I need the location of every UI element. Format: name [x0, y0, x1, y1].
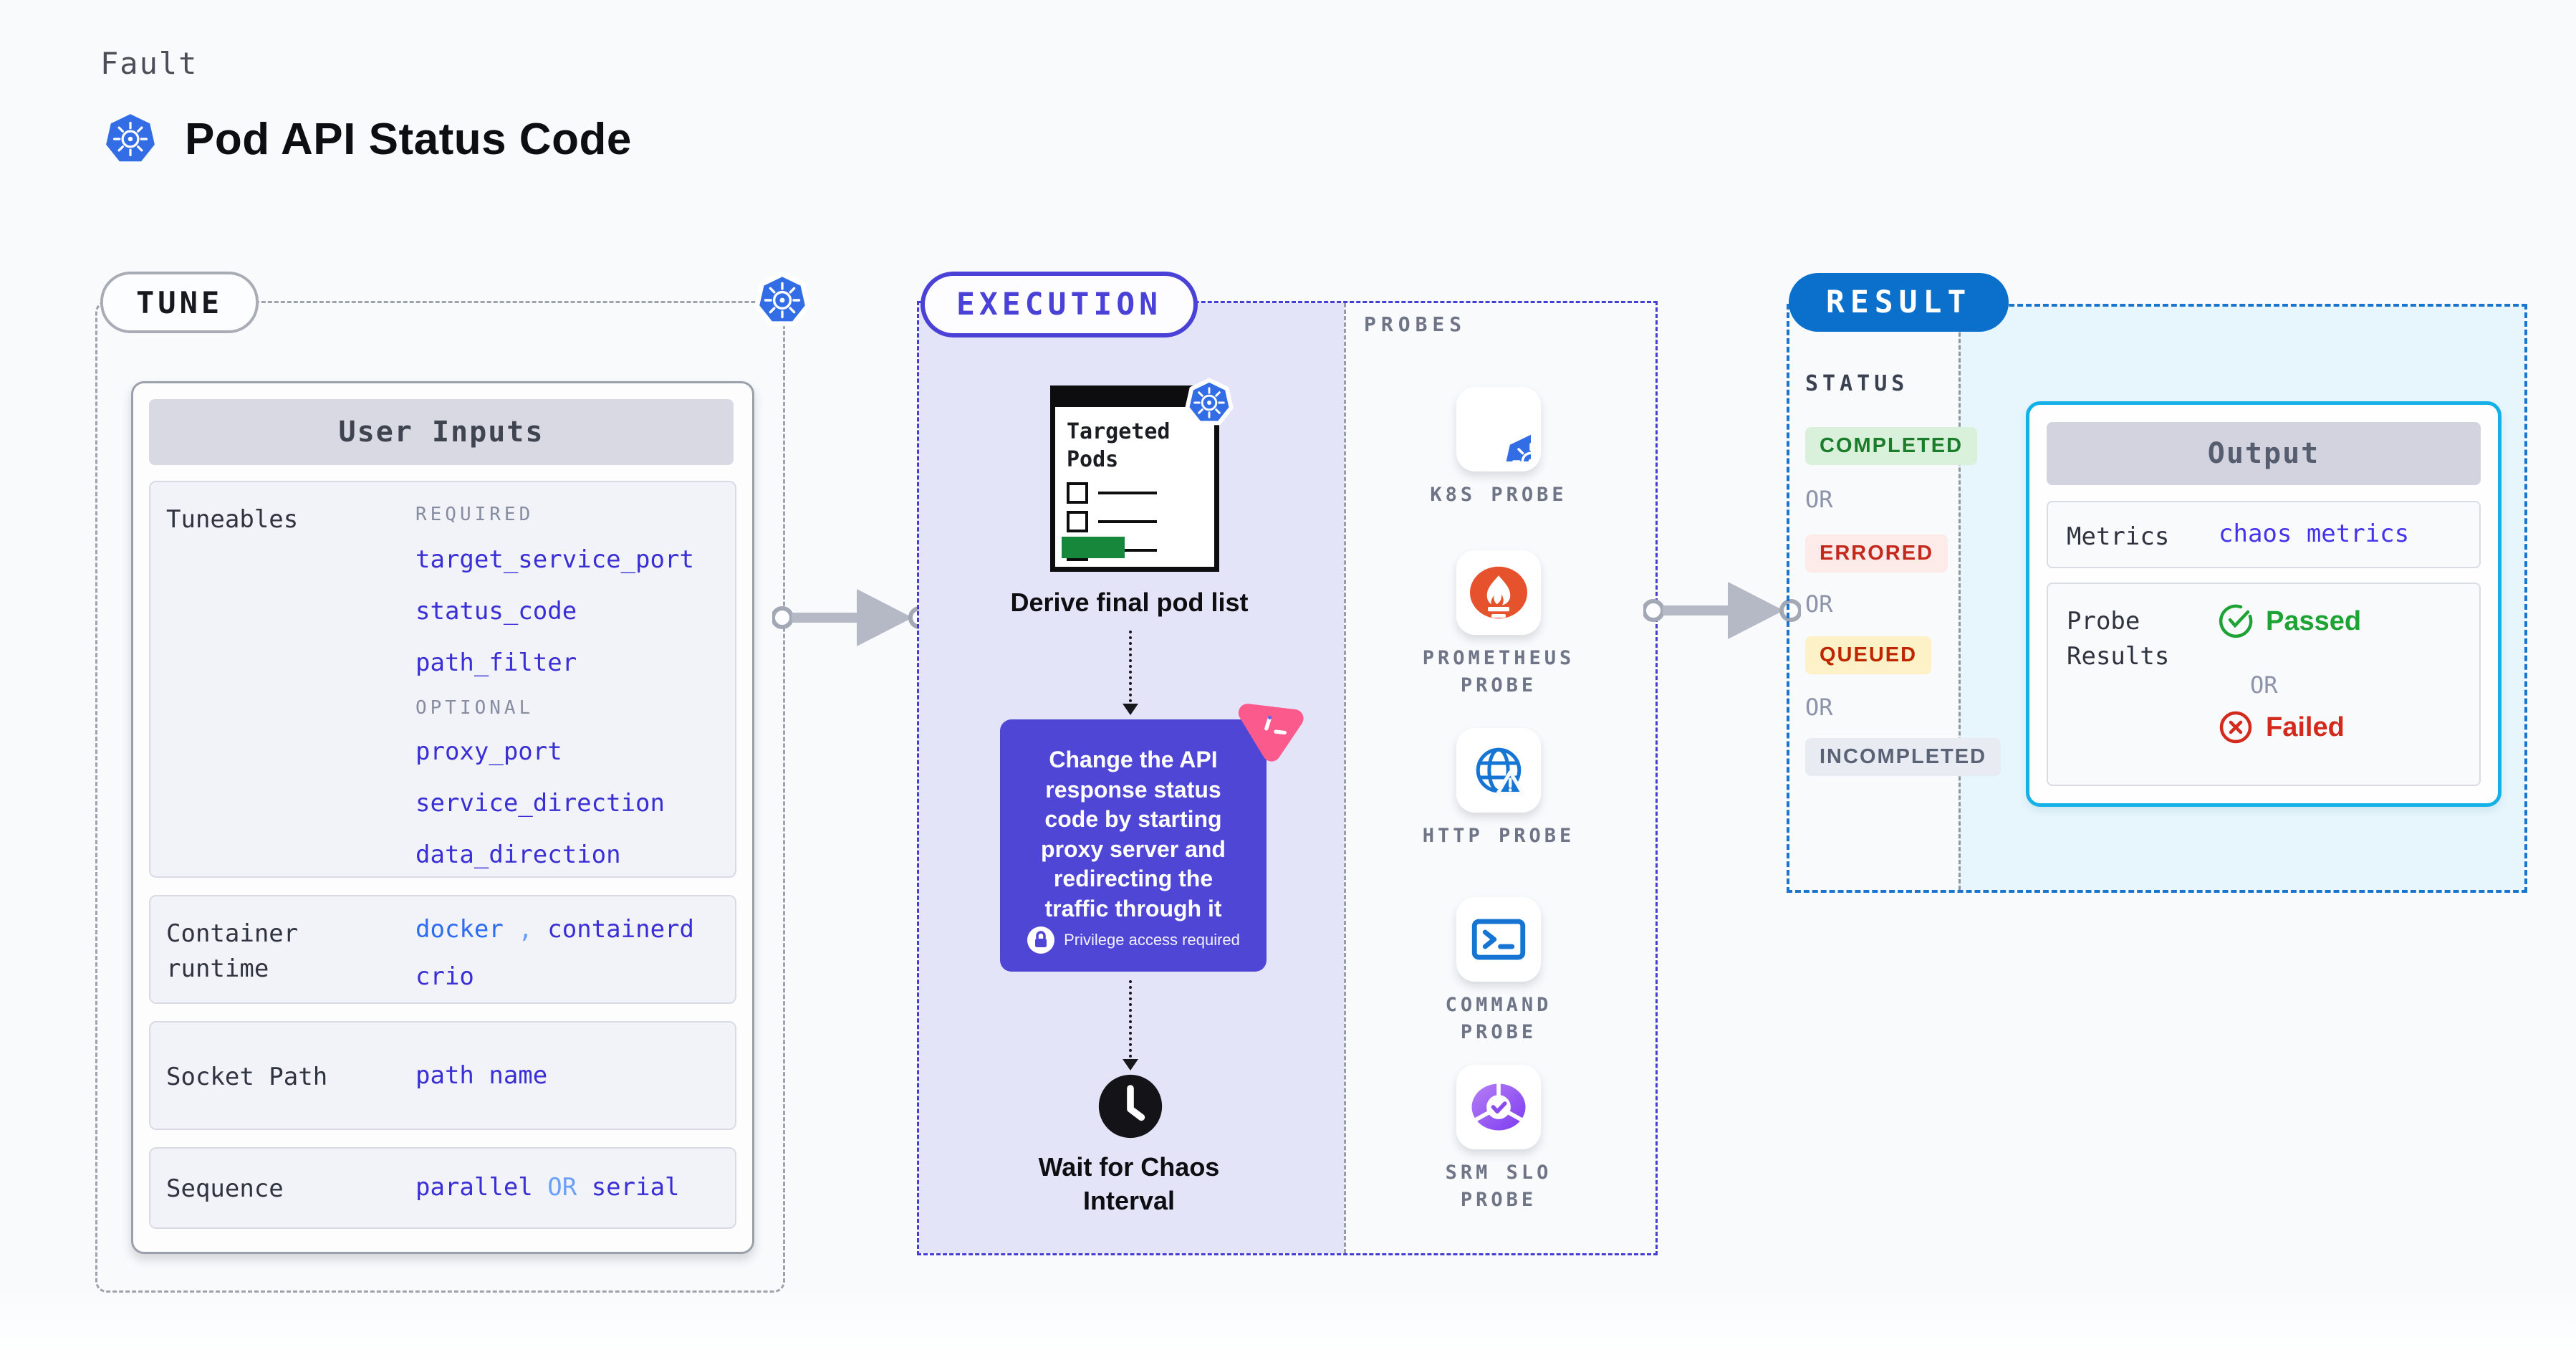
- wait-chaos-interval-label: Wait for Chaos Interval: [1038, 1152, 1220, 1215]
- execution-section-label: EXECUTION: [921, 272, 1198, 337]
- status-badge-errored: ERRORED: [1805, 535, 1948, 573]
- required-label: REQUIRED: [415, 504, 534, 525]
- or-label: OR: [1805, 694, 1833, 721]
- runtime-value: crio: [415, 962, 474, 991]
- probe-label: K8S PROBE: [1430, 484, 1567, 506]
- sequence-row: Sequence parallel OR serial: [149, 1147, 736, 1229]
- kubernetes-icon: [100, 109, 160, 169]
- tuneable-item: target_service_port: [415, 545, 694, 574]
- flow-arrow: [1643, 566, 1801, 655]
- arrowhead-icon: [1123, 704, 1138, 715]
- list-line: [1098, 549, 1157, 552]
- failed-label: Failed: [2266, 712, 2345, 742]
- sequence-value: parallel: [415, 1173, 533, 1202]
- probe-item: SRM SLO PROBE: [1377, 1065, 1620, 1214]
- globe-warning-icon: [1456, 728, 1541, 813]
- tuneable-item: data_direction: [415, 840, 621, 869]
- socket-path-row: Socket Path path name: [149, 1021, 736, 1130]
- output-title: Output: [2047, 422, 2481, 485]
- metrics-value: chaos metrics: [2219, 519, 2410, 548]
- progress-bar: [1062, 537, 1125, 558]
- runtime-value: containerd: [547, 915, 694, 944]
- probe-label: HTTP PROBE: [1422, 825, 1575, 847]
- tuneables-label: Tuneables: [166, 505, 299, 534]
- privilege-label: Privilege access required: [1064, 931, 1240, 949]
- sequence-label: Sequence: [166, 1174, 284, 1203]
- page-title: Pod API Status Code: [185, 114, 632, 164]
- flow-connector: [1129, 980, 1132, 1058]
- status-badge-completed: COMPLETED: [1805, 427, 1978, 465]
- socket-path-label: Socket Path: [166, 1063, 328, 1091]
- or-label: OR: [1805, 486, 1833, 513]
- tuneables-row: Tuneables REQUIRED target_service_port s…: [149, 481, 736, 878]
- tuneable-item: service_direction: [415, 789, 665, 818]
- probes-divider: [1344, 303, 1346, 1253]
- status-title: STATUS: [1805, 371, 1909, 396]
- probes-title: PROBES: [1364, 312, 1467, 336]
- lock-icon: [1027, 926, 1055, 954]
- user-inputs-card: User Inputs Tuneables REQUIRED target_se…: [131, 381, 754, 1254]
- flow-connector: [1129, 631, 1132, 702]
- container-runtime-label: Container runtime: [166, 919, 299, 984]
- status-badge-incompleted: INCOMPLETED: [1805, 738, 2001, 776]
- kubernetes-icon: [1456, 387, 1541, 471]
- slo-pie-icon: [1456, 1065, 1541, 1149]
- tune-section-label: TUNE: [100, 272, 259, 333]
- checkbox-icon: [1067, 482, 1088, 504]
- flow-arrow: [772, 573, 930, 662]
- tuneable-item: path_filter: [415, 648, 577, 677]
- socket-path-value: path name: [415, 1061, 548, 1090]
- tuneable-item: status_code: [415, 597, 577, 626]
- probe-results-label: Probe Results: [2067, 607, 2170, 671]
- tune-section-box: [95, 301, 785, 1293]
- probe-label: SRM SLO: [1445, 1162, 1552, 1184]
- or-label: OR: [1805, 590, 1833, 618]
- probe-item: HTTP PROBE: [1377, 728, 1620, 850]
- list-line: [1098, 492, 1157, 494]
- x-circle-icon: [2219, 711, 2252, 744]
- chaos-litmus-icon: [1238, 704, 1304, 762]
- user-inputs-title: User Inputs: [149, 399, 734, 465]
- checkbox-icon: [1067, 511, 1088, 532]
- list-line: [1098, 520, 1157, 523]
- passed-label: Passed: [2266, 605, 2362, 636]
- derive-pod-list-label: Derive final pod list: [1010, 588, 1249, 617]
- status-divider: [1959, 307, 1961, 890]
- page-title-row: Pod API Status Code: [100, 109, 632, 169]
- arrowhead-icon: [1123, 1059, 1138, 1071]
- container-runtime-row: Container runtime docker , containerd cr…: [149, 895, 736, 1004]
- or-label: OR: [2250, 671, 2278, 699]
- sequence-value: serial: [591, 1173, 680, 1202]
- probe-results-row: Probe Results Passed OR Failed: [2047, 583, 2481, 786]
- metrics-label: Metrics: [2067, 522, 2170, 551]
- kubernetes-icon: [1182, 375, 1236, 430]
- probe-label: PROMETHEUS: [1422, 647, 1575, 669]
- chaos-action-text: Change the API response status code by s…: [1041, 747, 1226, 921]
- probe-label: PROBE: [1460, 1188, 1537, 1211]
- metrics-row: Metrics chaos metrics: [2047, 501, 2481, 568]
- probe-item: K8S PROBE: [1377, 387, 1620, 509]
- terminal-icon: [1456, 897, 1541, 982]
- optional-label: OPTIONAL: [415, 697, 534, 719]
- kubernetes-icon: [751, 269, 814, 332]
- result-section-label: RESULT: [1789, 273, 2009, 332]
- targeted-pods-label: Targeted Pods: [1067, 419, 1171, 472]
- fault-kicker: Fault: [100, 46, 198, 81]
- runtime-separator: ,: [518, 915, 533, 944]
- probe-item: COMMAND PROBE: [1377, 897, 1620, 1046]
- runtime-value: docker: [415, 915, 504, 944]
- clock-icon: [1098, 1074, 1163, 1139]
- tuneable-item: proxy_port: [415, 737, 562, 766]
- check-circle-icon: [2219, 604, 2253, 638]
- chaos-action-card: Change the API response status code by s…: [1000, 719, 1267, 972]
- status-badge-queued: QUEUED: [1805, 636, 1932, 674]
- prometheus-icon: [1456, 550, 1541, 635]
- probe-label: PROBE: [1460, 674, 1537, 696]
- sequence-or: OR: [547, 1173, 577, 1202]
- probe-label: PROBE: [1460, 1020, 1537, 1043]
- probe-label: COMMAND: [1445, 994, 1552, 1016]
- output-card: Output Metrics chaos metrics Probe Resul…: [2026, 401, 2501, 807]
- probe-item: PROMETHEUS PROBE: [1377, 550, 1620, 699]
